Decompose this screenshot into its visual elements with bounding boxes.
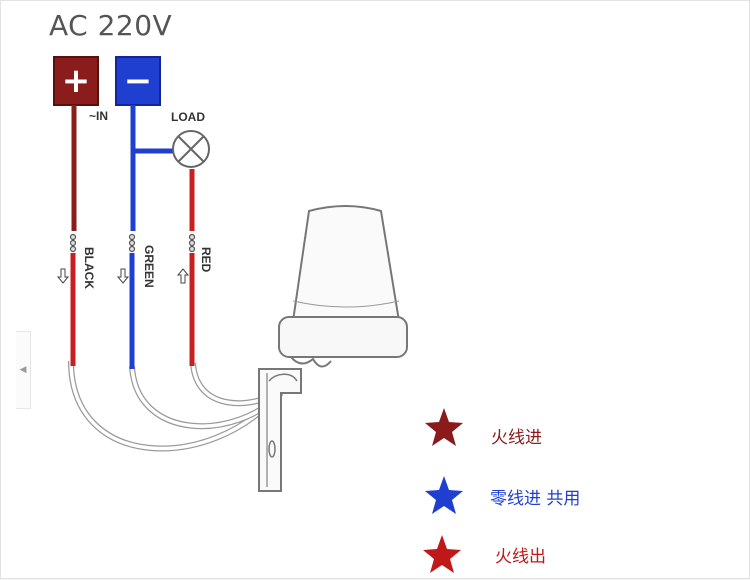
minus-icon: −	[123, 61, 153, 101]
chevron-left-icon: ◀	[19, 365, 27, 375]
connector-black	[69, 233, 77, 253]
black-wire-label: BLACK	[82, 247, 96, 289]
photocell-sensor	[258, 205, 408, 492]
legend-neutral-shared: 零线进 共用	[490, 489, 581, 509]
arrow-down-icon	[116, 268, 130, 284]
connector-red	[188, 233, 196, 253]
lamp-load-icon	[172, 130, 210, 168]
red-wire-label: RED	[199, 247, 213, 273]
star-icon	[423, 535, 461, 573]
in-label: ~IN	[89, 109, 109, 123]
minus-terminal: −	[115, 56, 161, 106]
arrow-down-icon	[56, 268, 70, 284]
arrow-up-icon	[176, 268, 190, 284]
voltage-title: AC 220V	[49, 9, 173, 42]
side-scroll-tab[interactable]: ◀	[16, 331, 31, 409]
legend-live-out: 火线出	[495, 547, 546, 567]
green-wire-label: GREEN	[142, 245, 156, 288]
connector-green	[128, 233, 136, 253]
legend-live-in: 火线进	[491, 428, 542, 448]
load-label: LOAD	[171, 110, 205, 124]
star-icon	[425, 408, 463, 446]
star-icon	[425, 476, 463, 514]
plus-terminal: +	[53, 56, 99, 106]
plus-icon: +	[61, 61, 91, 101]
